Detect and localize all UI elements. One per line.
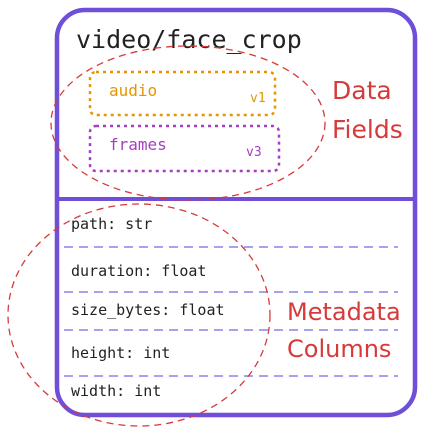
- field-box-frames: [88, 124, 281, 173]
- field-name-frames: frames: [109, 135, 167, 154]
- metadata-row-duration: duration: float: [71, 262, 206, 280]
- metadata-row-size-bytes: size_bytes: float: [71, 301, 225, 319]
- metadata-row-path: path: str: [71, 215, 152, 233]
- data-fields-label-line2: Fields: [332, 115, 403, 144]
- metadata-row-height: height: int: [71, 344, 170, 362]
- field-name-audio: audio: [109, 81, 157, 100]
- metadata-columns-label-line1: Metadata: [287, 298, 401, 326]
- metadata-row-width: width: int: [71, 382, 161, 400]
- field-box-audio: [88, 70, 277, 117]
- data-fields-label-line1: Data: [332, 76, 392, 105]
- field-version-frames: v3: [246, 145, 262, 160]
- schema-card: [54, 7, 418, 418]
- data-fields-highlight-ellipse: [50, 45, 326, 201]
- metadata-columns-label-line2: Columns: [287, 335, 391, 363]
- metadata-columns-highlight-ellipse: [7, 203, 271, 427]
- field-version-audio: v1: [250, 91, 266, 106]
- card-title: video/face_crop: [76, 25, 302, 54]
